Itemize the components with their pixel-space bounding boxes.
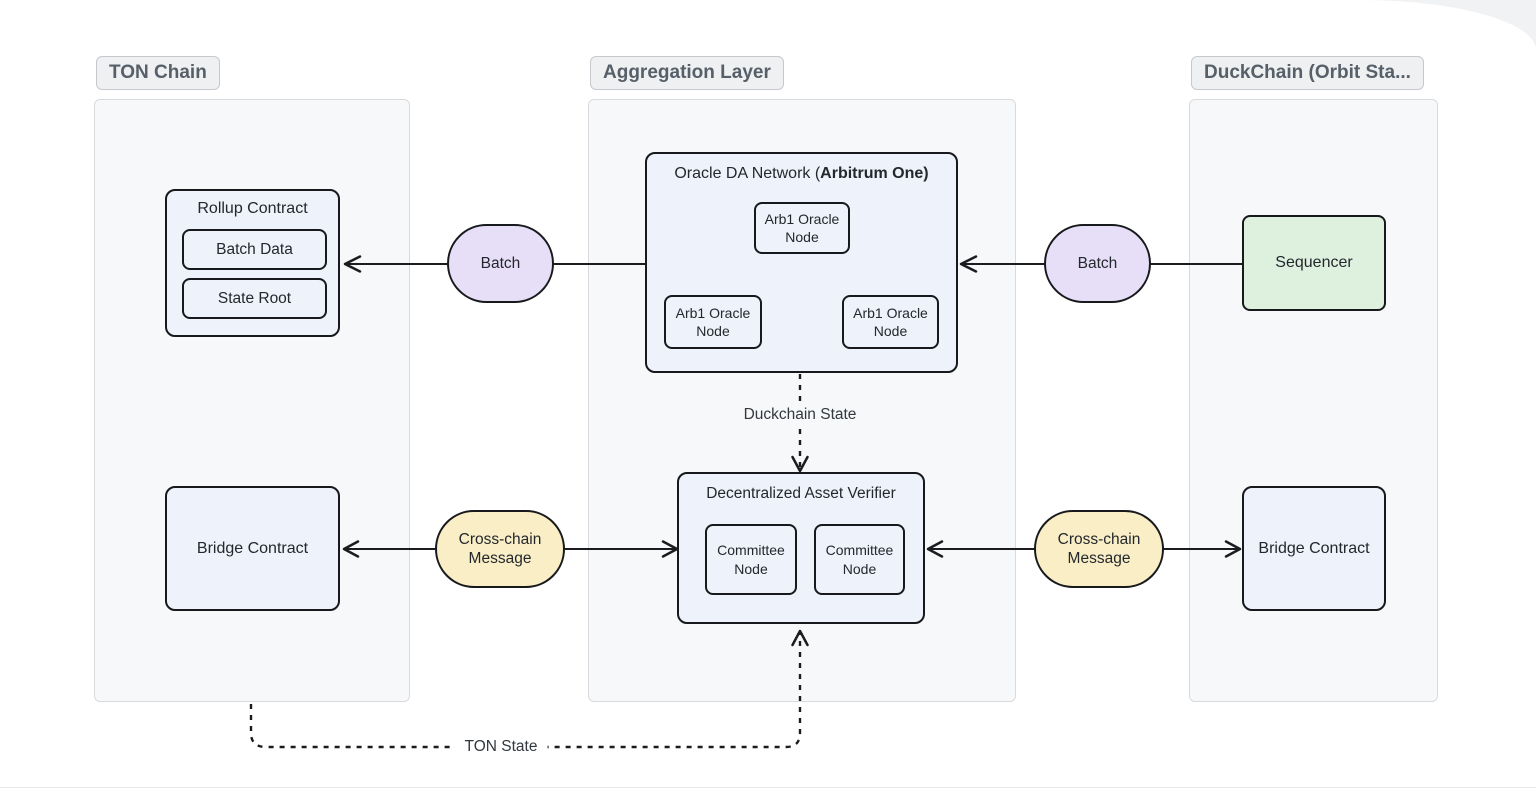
state-root-label: State Root [217, 289, 292, 307]
node-state-root: State Root [182, 278, 327, 319]
node-batch-data: Batch Data [182, 229, 327, 270]
arrowhead-into-rollup [343, 255, 362, 273]
oracle-da-network-label: Oracle DA Network (Arbitrum One) [674, 165, 929, 182]
batch-left-label: Batch [480, 254, 521, 272]
bottom-divider [0, 787, 1536, 788]
crosschain-left-label: Cross-chain Message [458, 530, 542, 567]
asset-verifier-label: Decentralized Asset Verifier [706, 485, 896, 502]
node-sequencer: Sequencer [1242, 215, 1386, 311]
node-rollup-contract: Rollup Contract Batch Data State Root [165, 189, 340, 337]
pill-batch-left: Batch [447, 224, 554, 303]
sequencer-label: Sequencer [1275, 254, 1353, 271]
group-title-duckchain: DuckChain (Orbit Sta... [1191, 56, 1424, 90]
arrowhead-into-oracle [959, 255, 978, 273]
arb1-oracle-left-label: Arb1 Oracle Node [675, 304, 751, 339]
node-arb1-oracle-top: Arb1 Oracle Node [754, 202, 850, 254]
node-bridge-contract-duckchain: Bridge Contract [1242, 486, 1386, 611]
bridge-contract-duckchain-label: Bridge Contract [1258, 539, 1370, 557]
node-committee-left: Committee Node [705, 524, 797, 595]
arrowhead-ton-state [791, 629, 809, 647]
node-arb1-oracle-right: Arb1 Oracle Node [842, 295, 939, 349]
pill-crosschain-message-left: Cross-chain Message [435, 510, 565, 588]
edge-label-duckchain-state: Duckchain State [735, 404, 865, 426]
group-title-aggregation-layer: Aggregation Layer [590, 56, 784, 90]
arb1-oracle-top-label: Arb1 Oracle Node [764, 210, 840, 245]
page-corner-decoration [1360, 0, 1536, 50]
node-committee-right: Committee Node [814, 524, 905, 595]
arrowhead-into-verifier-right [926, 540, 944, 558]
batch-right-label: Batch [1077, 254, 1118, 272]
node-decentralized-asset-verifier: Decentralized Asset Verifier Committee N… [677, 472, 925, 624]
node-oracle-da-network: Oracle DA Network (Arbitrum One) Arb1 Or… [645, 152, 958, 373]
arrowhead-duckchain-state [791, 455, 809, 473]
rollup-contract-label: Rollup Contract [197, 200, 308, 217]
committee-left-label: Committee Node [717, 542, 785, 577]
node-bridge-contract-ton: Bridge Contract [165, 486, 340, 611]
edge-ton-state [249, 632, 802, 749]
node-arb1-oracle-left: Arb1 Oracle Node [664, 295, 762, 349]
group-title-ton-chain: TON Chain [96, 56, 220, 90]
arrowhead-into-bridge-duckchain [1224, 540, 1242, 558]
batch-data-label: Batch Data [216, 240, 293, 258]
pill-batch-right: Batch [1044, 224, 1151, 303]
committee-right-label: Committee Node [825, 542, 894, 577]
arb1-oracle-right-label: Arb1 Oracle Node [853, 304, 928, 339]
pill-crosschain-message-right: Cross-chain Message [1034, 510, 1164, 588]
crosschain-right-label: Cross-chain Message [1057, 530, 1141, 567]
arrowhead-into-bridge-ton [342, 540, 360, 558]
edge-label-ton-state: TON State [454, 736, 548, 758]
bridge-contract-ton-label: Bridge Contract [196, 539, 309, 557]
